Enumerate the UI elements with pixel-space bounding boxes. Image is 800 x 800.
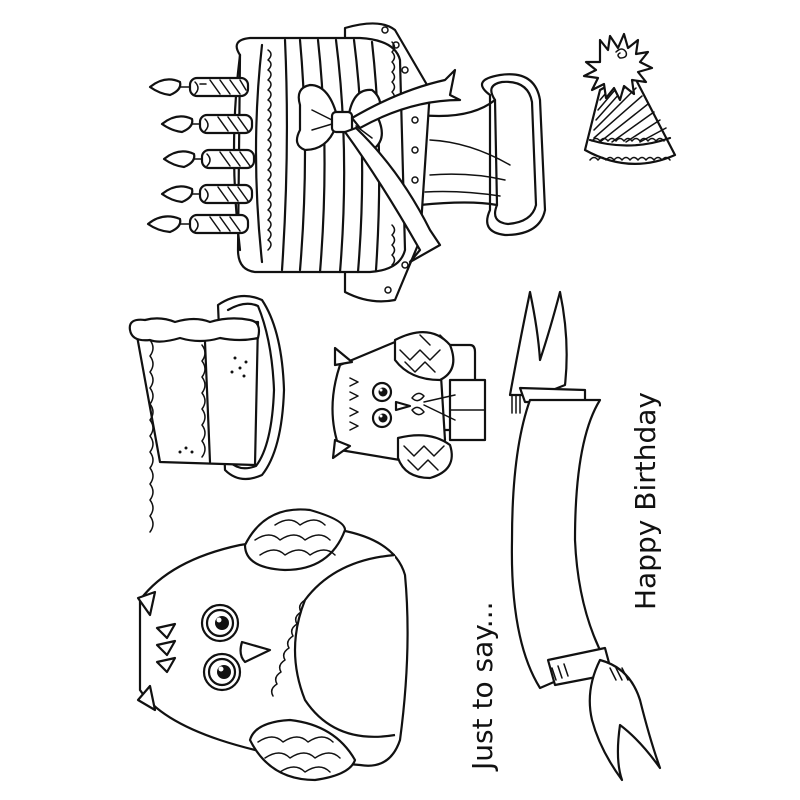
party-hat: [582, 32, 677, 165]
large-owl-eyes: [200, 603, 242, 692]
large-owl: [136, 508, 409, 782]
candle: [146, 213, 250, 235]
pom-pom: [582, 32, 654, 102]
birthday-cake: [146, 22, 547, 303]
banner: [508, 290, 662, 782]
sentiment-text: Just to say...: [466, 601, 499, 772]
small-owl-eyes: [371, 381, 393, 429]
greeting-text: Happy Birthday: [629, 392, 662, 610]
candle: [162, 148, 256, 170]
small-owl: [331, 331, 487, 480]
candle: [148, 76, 250, 98]
candles: [146, 76, 256, 235]
candle: [160, 183, 254, 205]
cake-bow: [295, 68, 462, 264]
cake-slice: [128, 294, 286, 533]
candle: [160, 113, 254, 135]
cake-stand: [418, 73, 547, 237]
